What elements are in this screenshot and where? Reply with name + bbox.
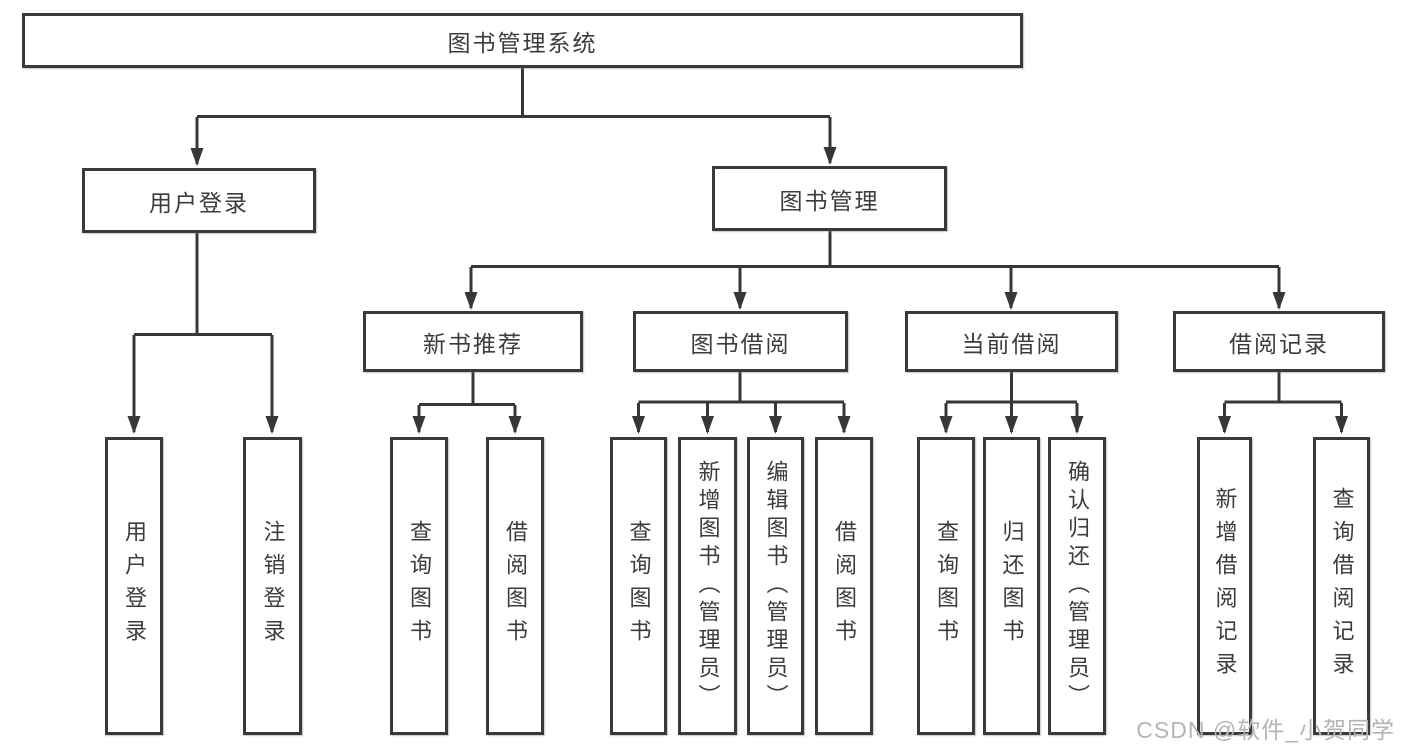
node-library-management-system: 图书管理系统 bbox=[22, 13, 1023, 68]
node-label: 新增图书（管理员） bbox=[695, 460, 721, 712]
node-label: 归还图书 bbox=[999, 520, 1025, 652]
node-confirm-return-admin: 确认归还（管理员） bbox=[1048, 437, 1106, 735]
node-recommend-borrow-books: 借阅图书 bbox=[486, 437, 544, 735]
node-label: 图书借阅 bbox=[690, 330, 791, 357]
node-label: 借阅图书 bbox=[503, 520, 528, 652]
node-label: 编辑图书（管理员） bbox=[763, 460, 789, 712]
connectors-book-borrowing bbox=[632, 372, 851, 434]
node-label: 用户登录 bbox=[149, 189, 249, 216]
node-label: 确认归还（管理员） bbox=[1065, 460, 1090, 712]
node-recommend-query-books: 查询图书 bbox=[390, 437, 448, 735]
connectors-user-login bbox=[127, 233, 279, 434]
node-query-borrow-record: 查询借阅记录 bbox=[1313, 437, 1370, 735]
node-current-borrowing: 当前借阅 bbox=[905, 311, 1118, 372]
node-current-query-books: 查询图书 bbox=[917, 437, 975, 735]
node-new-book-recommend: 新书推荐 bbox=[363, 311, 583, 372]
node-label: 图书管理系统 bbox=[447, 29, 598, 56]
connectors-current-borrowing bbox=[939, 372, 1084, 434]
connectors-new-book-recommend bbox=[412, 372, 522, 434]
node-borrowing-borrow-books: 借阅图书 bbox=[815, 437, 873, 735]
node-label: 用户登录 bbox=[122, 520, 147, 652]
node-add-borrow-record: 新增借阅记录 bbox=[1197, 437, 1252, 735]
node-book-management: 图书管理 bbox=[712, 166, 947, 231]
node-label: 当前借阅 bbox=[961, 330, 1062, 357]
node-borrow-records: 借阅记录 bbox=[1173, 311, 1385, 372]
node-label: 查询借阅记录 bbox=[1329, 487, 1355, 685]
node-login: 用户登录 bbox=[105, 437, 163, 735]
node-label: 查询图书 bbox=[626, 520, 652, 652]
node-label: 新书推荐 bbox=[423, 330, 523, 357]
node-label: 借阅图书 bbox=[832, 520, 857, 652]
connectors-book-management bbox=[464, 231, 1286, 310]
csdn-watermark: CSDN @软件_小贺同学 bbox=[1136, 717, 1395, 743]
node-user-login-group: 用户登录 bbox=[82, 168, 316, 233]
node-borrowing-query-books: 查询图书 bbox=[610, 437, 667, 735]
node-label: 借阅记录 bbox=[1229, 330, 1329, 357]
node-label: 查询图书 bbox=[407, 520, 432, 652]
node-add-books-admin: 新增图书（管理员） bbox=[678, 437, 737, 735]
node-book-borrowing: 图书借阅 bbox=[633, 311, 848, 372]
node-edit-books-admin: 编辑图书（管理员） bbox=[747, 437, 804, 735]
node-label: 注销登录 bbox=[260, 520, 286, 652]
node-label: 查询图书 bbox=[934, 520, 959, 652]
connectors-root bbox=[190, 66, 837, 166]
node-label: 新增借阅记录 bbox=[1212, 487, 1238, 685]
node-label: 图书管理 bbox=[779, 187, 880, 214]
node-return-books: 归还图书 bbox=[983, 437, 1040, 735]
connectors-borrow-records bbox=[1218, 372, 1348, 434]
node-logout: 注销登录 bbox=[243, 437, 302, 735]
